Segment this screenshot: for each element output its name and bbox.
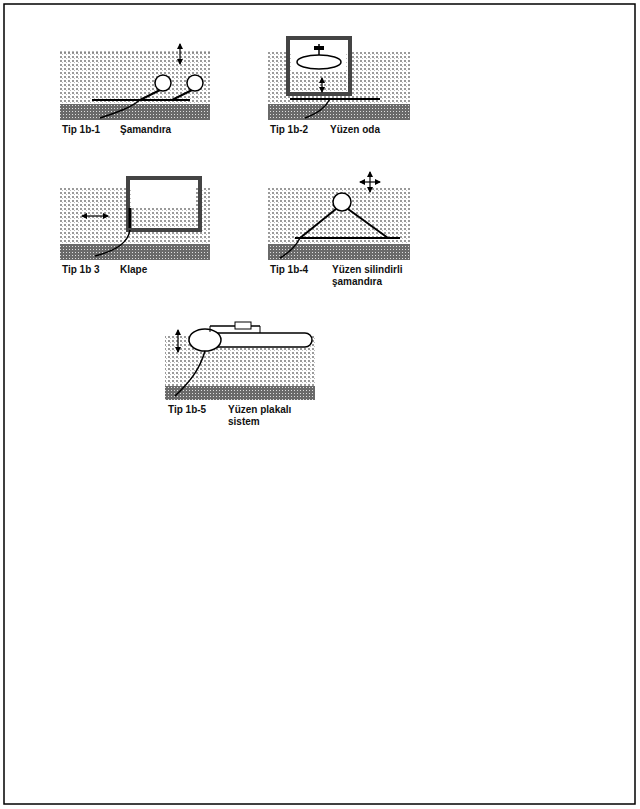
floating-chamber-panel [268,38,410,120]
caption-label: Klape [120,264,147,276]
caption-label: Tip 1b-5 [168,404,206,416]
caption-label: Yüzen silindirli şamandıra [332,264,408,288]
flap-panel [60,178,210,260]
caption-label: Tip 1b-4 [270,264,308,276]
caption-label: Tip 1b-1 [62,124,100,136]
floating-plate-panel [165,322,315,400]
caption-label: Tip 1b 3 [62,264,100,276]
caption-label: Yüzen oda [330,124,380,136]
caption-label: Şamandıra [120,124,171,136]
caption-label: Tip 1b-2 [270,124,308,136]
float-panel [60,44,210,120]
caption-label: Yüzen plakalı sistem [228,404,300,428]
floating-cylinder-panel [268,172,410,260]
page-frame [4,4,635,804]
